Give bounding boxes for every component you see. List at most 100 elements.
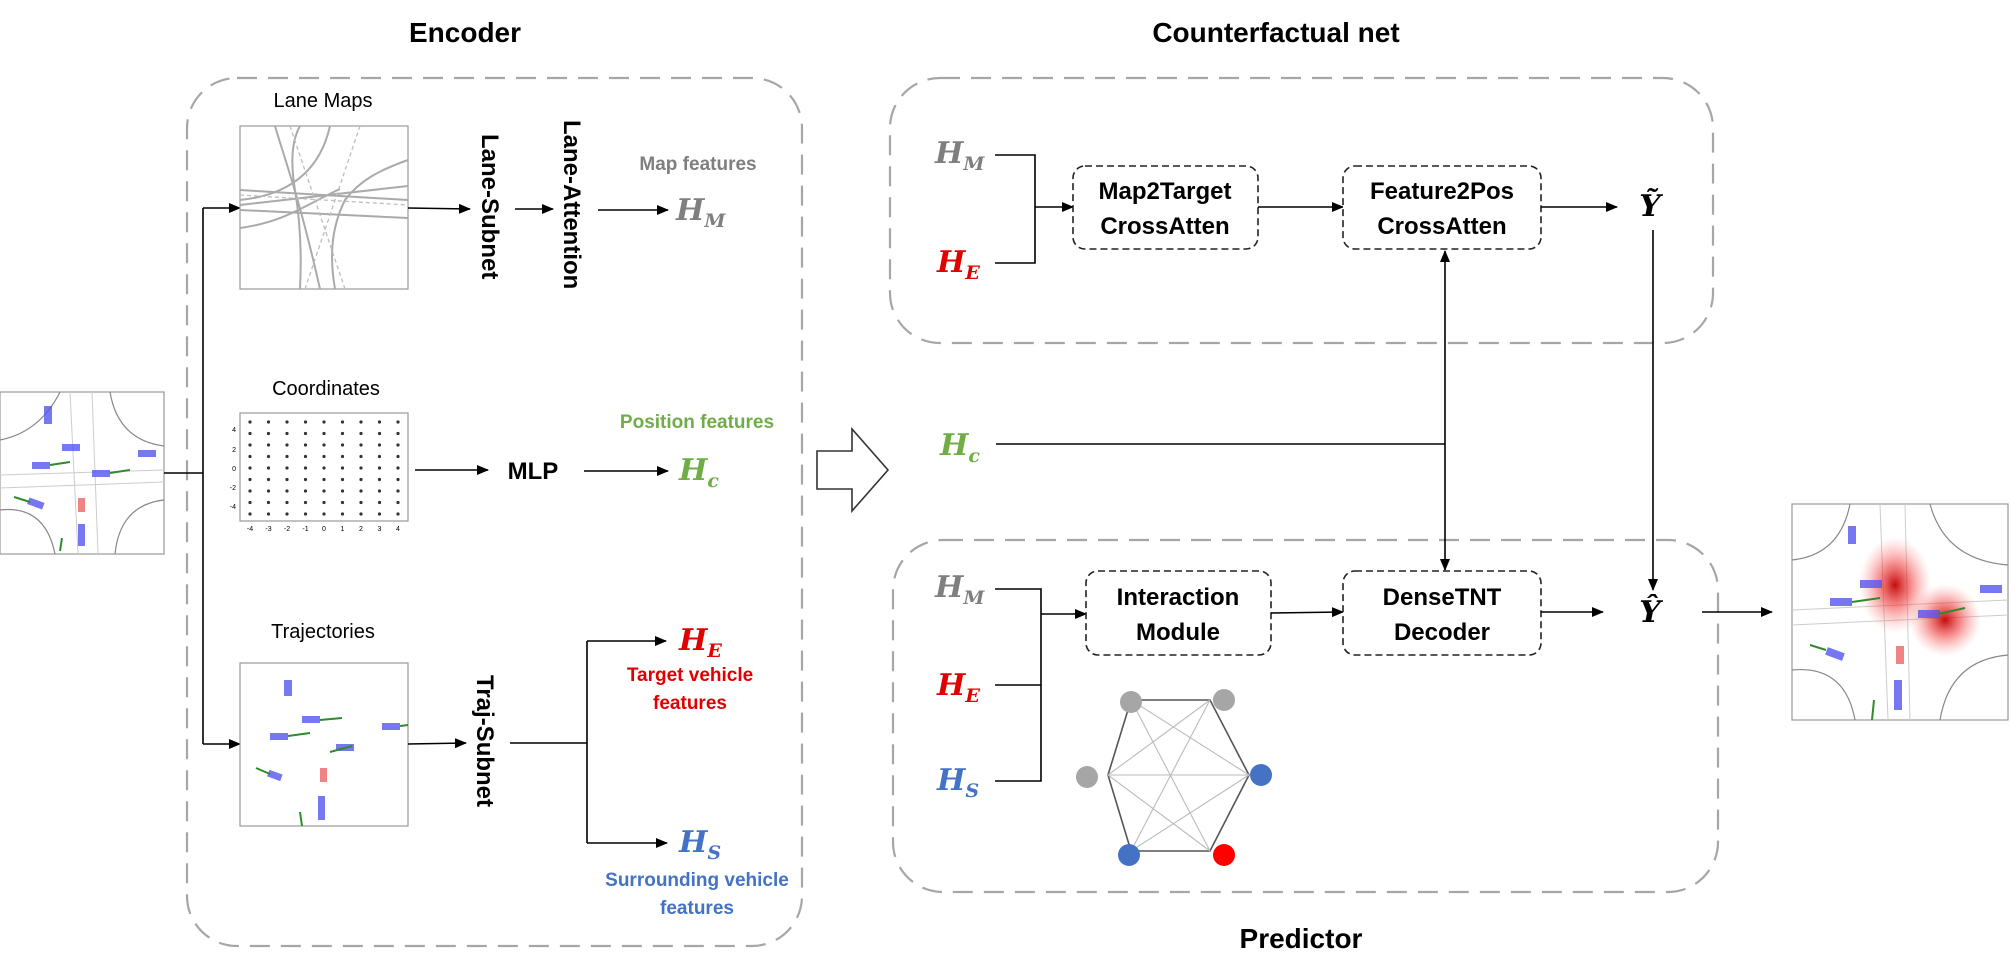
encoder-hm-symbol: HM <box>675 193 726 232</box>
map-features-label: Map features <box>639 154 756 175</box>
encoder-hc-symbol: Hc <box>678 453 719 492</box>
densetnt-label-line2: Decoder <box>1394 619 1490 646</box>
grid-x-tick: 4 <box>396 526 400 533</box>
pred-he-symbol: HE <box>936 668 980 707</box>
grid-dot <box>266 454 271 459</box>
grid-dot <box>340 443 345 447</box>
grid-dot <box>322 477 326 482</box>
grid-dot <box>359 489 363 493</box>
grid-dot <box>303 443 308 447</box>
grid-dot <box>340 512 345 516</box>
grid-dot <box>359 500 363 505</box>
grid-dot <box>248 454 252 459</box>
grid-dot <box>377 500 382 505</box>
grid-dot <box>322 466 326 470</box>
grid-dot <box>266 489 271 493</box>
grid-dot <box>248 477 252 482</box>
grid-dot <box>396 454 400 459</box>
pred-merge-lines <box>995 588 1086 782</box>
surrounding-vehicle-features-label-line1: Surrounding vehicle <box>605 870 789 891</box>
grid-dot <box>377 477 382 482</box>
grid-dot <box>303 454 308 459</box>
grid-dot <box>322 500 326 505</box>
grid-x-tick: -1 <box>302 526 308 533</box>
feature2pos-label-line1: Feature2Pos <box>1370 178 1514 205</box>
grid-dot <box>248 466 252 470</box>
grid-dot <box>285 431 289 436</box>
grid-dot <box>322 420 326 424</box>
grid-dot <box>340 466 345 470</box>
grid-dot <box>285 443 289 447</box>
surrounding-vehicle-features-label-line2: features <box>660 898 734 919</box>
grid-dot <box>377 512 382 516</box>
grid-dot <box>303 489 308 493</box>
predictor-box <box>891 538 1720 894</box>
trajectories-caption: Trajectories <box>271 621 375 643</box>
graph-node-blue <box>1250 764 1272 786</box>
grid-dot <box>359 431 363 436</box>
grid-dot <box>340 500 345 505</box>
cf-he-symbol: HE <box>936 245 980 284</box>
target-vehicle-features-label-line1: Target vehicle <box>627 665 753 686</box>
interaction-graph <box>1076 689 1272 866</box>
grid-dot <box>377 431 382 436</box>
grid-dot <box>340 489 345 493</box>
trajectories-to-trajsubnet-arrow <box>407 738 467 749</box>
graph-node-gray <box>1076 766 1098 788</box>
target-vehicle-features-label-line2: features <box>653 693 727 714</box>
lane-attention-block: Lane-Attention <box>558 120 585 289</box>
grid-x-tick: 0 <box>322 526 326 533</box>
grid-dot <box>285 489 289 493</box>
mlp-block: MLP <box>508 458 559 485</box>
lane-subnet-block: Lane-Subnet <box>476 134 503 279</box>
y-hat-symbol: Ŷ <box>1639 594 1663 630</box>
grid-dot <box>396 420 400 424</box>
grid-dot <box>396 500 400 505</box>
grid-dot <box>285 454 289 459</box>
pred-hs-symbol: HS <box>936 763 979 802</box>
grid-dot <box>303 477 308 482</box>
map2target-label-line1: Map2Target <box>1099 178 1232 205</box>
grid-dot <box>322 512 326 516</box>
grid-dot <box>248 431 252 436</box>
trajectories-image <box>239 662 409 827</box>
traj-subnet-block: Traj-Subnet <box>471 675 498 807</box>
cf-hm-symbol: HM <box>934 136 985 175</box>
grid-dot <box>266 512 271 516</box>
grid-dot <box>340 431 345 436</box>
grid-dot <box>266 466 271 470</box>
grid-y-tick: 2 <box>232 447 236 454</box>
interaction-module-label-line2: Module <box>1136 619 1220 646</box>
grid-dot <box>396 477 400 482</box>
encoder-box <box>185 76 804 948</box>
grid-dot <box>340 454 345 459</box>
grid-dot <box>359 420 363 424</box>
counterfactual-box <box>888 76 1715 345</box>
grid-dot <box>285 500 289 505</box>
feature2pos-label-line2: CrossAtten <box>1377 213 1506 240</box>
grid-dot <box>359 443 363 447</box>
pred-hm-symbol: HM <box>934 570 985 609</box>
grid-dot <box>396 512 400 516</box>
interaction-module-label-line1: Interaction <box>1117 584 1240 611</box>
grid-y-tick: 4 <box>232 427 236 434</box>
grid-dot <box>377 489 382 493</box>
grid-dot <box>248 512 252 516</box>
lane-maps-caption: Lane Maps <box>274 90 373 112</box>
grid-dot <box>322 443 326 447</box>
counterfactual-net-title: Counterfactual net <box>1152 17 1399 48</box>
encoder-he-symbol: HE <box>678 623 722 662</box>
grid-x-tick: 2 <box>359 526 363 533</box>
grid-dot <box>396 466 400 470</box>
grid-dot <box>266 431 271 436</box>
graph-node-blue <box>1118 844 1140 866</box>
input-scene-image <box>0 391 165 555</box>
output-prediction-image <box>1791 503 2009 721</box>
grid-dot <box>266 420 271 424</box>
lane-map-image <box>239 125 409 290</box>
grid-dot <box>377 466 382 470</box>
grid-dot <box>285 477 289 482</box>
grid-y-tick: -4 <box>230 504 236 511</box>
grid-dot <box>303 500 308 505</box>
grid-dot <box>248 420 252 424</box>
